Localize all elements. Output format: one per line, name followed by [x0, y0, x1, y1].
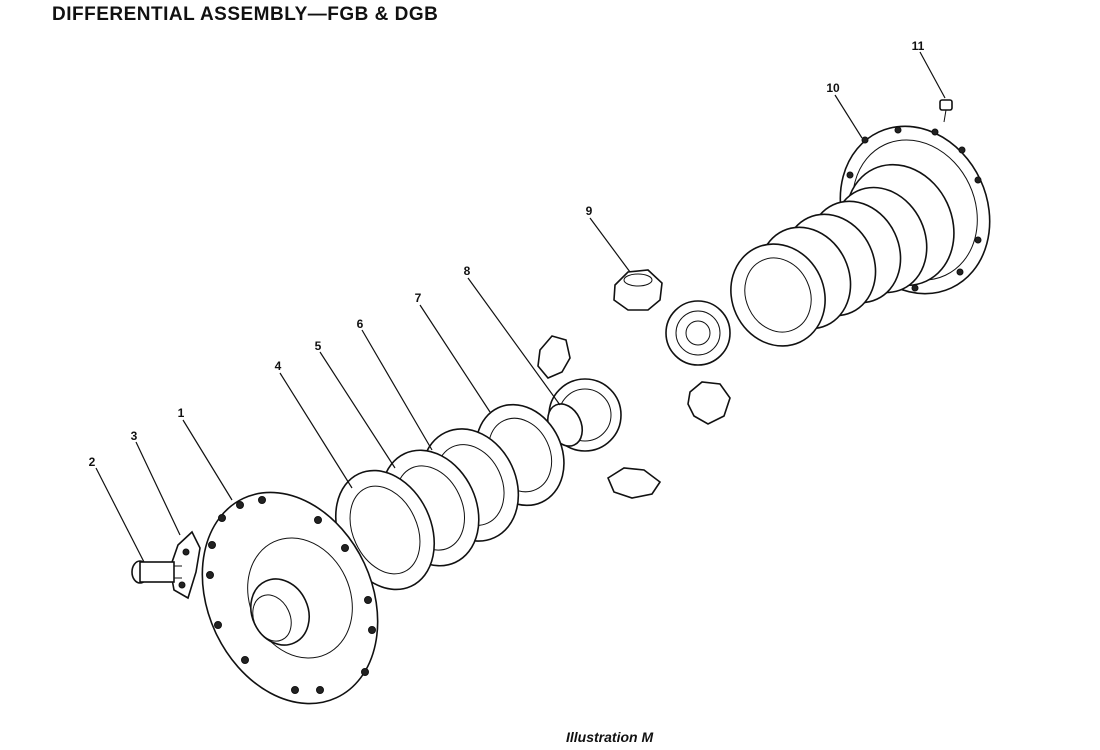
pinion-gear-bottom [606, 467, 662, 499]
side-gear-center [665, 300, 731, 366]
callout-7: 7 [415, 291, 422, 305]
callout-3: 3 [131, 429, 138, 443]
bolt [131, 560, 182, 584]
pinion-gear-upper [613, 269, 663, 311]
pinion-gear-lower [687, 381, 731, 425]
callout-6: 6 [357, 317, 364, 331]
pinion-gear-left [537, 335, 571, 379]
callout-4: 4 [275, 359, 282, 373]
callout-2: 2 [89, 455, 96, 469]
leader-lines [95, 51, 946, 563]
diagram-title: DIFFERENTIAL ASSEMBLY—FGB & DGB [52, 4, 439, 25]
callout-8: 8 [464, 264, 471, 278]
callout-5: 5 [315, 339, 322, 353]
callout-numbers: 2 3 1 4 5 6 7 8 9 10 11 [89, 39, 925, 469]
illustration-caption: Illustration M [566, 729, 654, 745]
callout-1: 1 [178, 406, 185, 420]
callout-9: 9 [586, 204, 593, 218]
case-half-left [201, 491, 379, 705]
case-half-right [730, 125, 991, 347]
callout-10: 10 [826, 81, 840, 95]
callout-11: 11 [912, 39, 925, 53]
bolt-small [939, 99, 953, 123]
